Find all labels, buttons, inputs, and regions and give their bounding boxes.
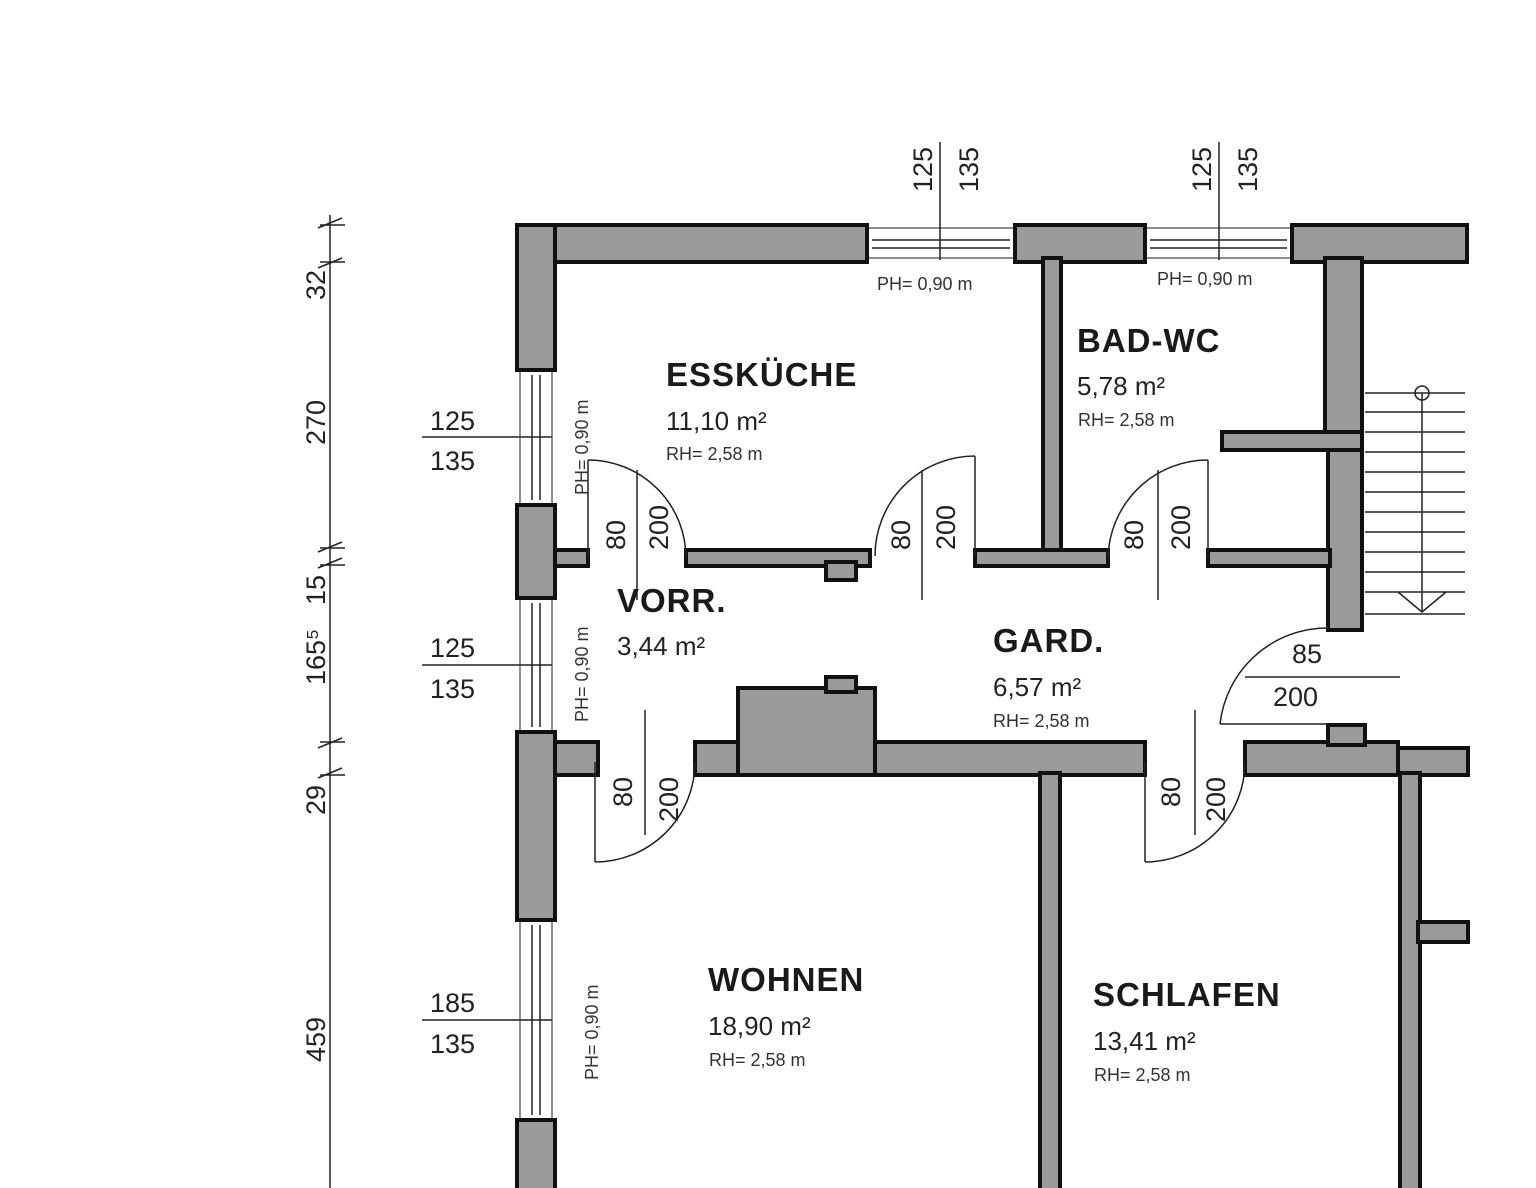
dim-label: 270 [301,400,331,445]
room-area: 6,57 m² [993,672,1081,702]
room-garderobe: GARD. 6,57 m² RH= 2,58 m [993,622,1104,731]
door-width: 85 [1292,639,1322,669]
window-height: 135 [954,147,984,192]
window-parapet: PH= 0,90 m [1157,269,1253,289]
door-height: 200 [1201,777,1231,822]
window-width: 185 [430,988,475,1018]
dim-label: 459 [301,1017,331,1062]
window-parapet: PH= 0,90 m [582,984,602,1080]
room-name: WOHNEN [708,961,864,998]
window-width: 125 [430,406,475,436]
room-name: GARD. [993,622,1104,659]
walls [515,223,1470,1188]
window-parapet: PH= 0,90 m [877,274,973,294]
room-name: ESSKÜCHE [666,356,857,393]
door-height: 200 [644,505,674,550]
room-area: 5,78 m² [1077,371,1165,401]
window-parapet: PH= 0,90 m [572,626,592,722]
door-width: 80 [1119,520,1149,550]
room-area: 3,44 m² [617,631,705,661]
window-width: 125 [430,633,475,663]
room-name: VORR. [617,582,727,619]
room-schlafen: SCHLAFEN 13,41 m² RH= 2,58 m [1093,976,1281,1085]
staircase [1365,385,1465,615]
door-height: 200 [1273,682,1318,712]
door-height: 200 [1166,505,1196,550]
door-swings [587,455,1400,863]
dim-label: 29 [301,785,331,815]
dim-label: 15 [301,575,331,605]
window-height: 135 [430,674,475,704]
room-height: RH= 2,58 m [709,1050,806,1070]
door-width: 80 [608,777,638,807]
door-width: 80 [601,520,631,550]
room-name: BAD-WC [1077,322,1220,359]
door-height: 200 [654,777,684,822]
window-labels: 125 135 PH= 0,90 m 125 135 PH= 0,90 m 12… [422,142,1263,1080]
dim-label: 32 [301,270,331,300]
room-height: RH= 2,58 m [1094,1065,1191,1085]
dim-label: 165⁵ [301,629,331,685]
door-height: 200 [931,505,961,550]
room-esskueche: ESSKÜCHE 11,10 m² RH= 2,58 m [666,356,857,464]
dimension-chain: 32 270 15 165⁵ 29 459 [301,215,345,1188]
room-area: 18,90 m² [708,1011,811,1041]
room-height: RH= 2,58 m [1078,410,1175,430]
window-width: 125 [908,147,938,192]
room-bad-wc: BAD-WC 5,78 m² RH= 2,58 m [1077,322,1220,430]
room-area: 13,41 m² [1093,1026,1196,1056]
room-height: RH= 2,58 m [993,711,1090,731]
room-name: SCHLAFEN [1093,976,1281,1013]
window-height: 135 [1233,147,1263,192]
room-area: 11,10 m² [666,406,767,436]
room-wohnen: WOHNEN 18,90 m² RH= 2,58 m [708,961,864,1070]
window-height: 135 [430,1029,475,1059]
window-parapet: PH= 0,90 m [572,399,592,495]
door-width: 80 [886,520,916,550]
door-labels: 80 200 80 200 80 200 80 200 80 200 85 20… [601,505,1322,822]
window-height: 135 [430,446,475,476]
window-width: 125 [1187,147,1217,192]
door-width: 80 [1156,777,1186,807]
room-vorraum: VORR. 3,44 m² [617,582,727,661]
room-height: RH= 2,58 m [666,444,763,464]
